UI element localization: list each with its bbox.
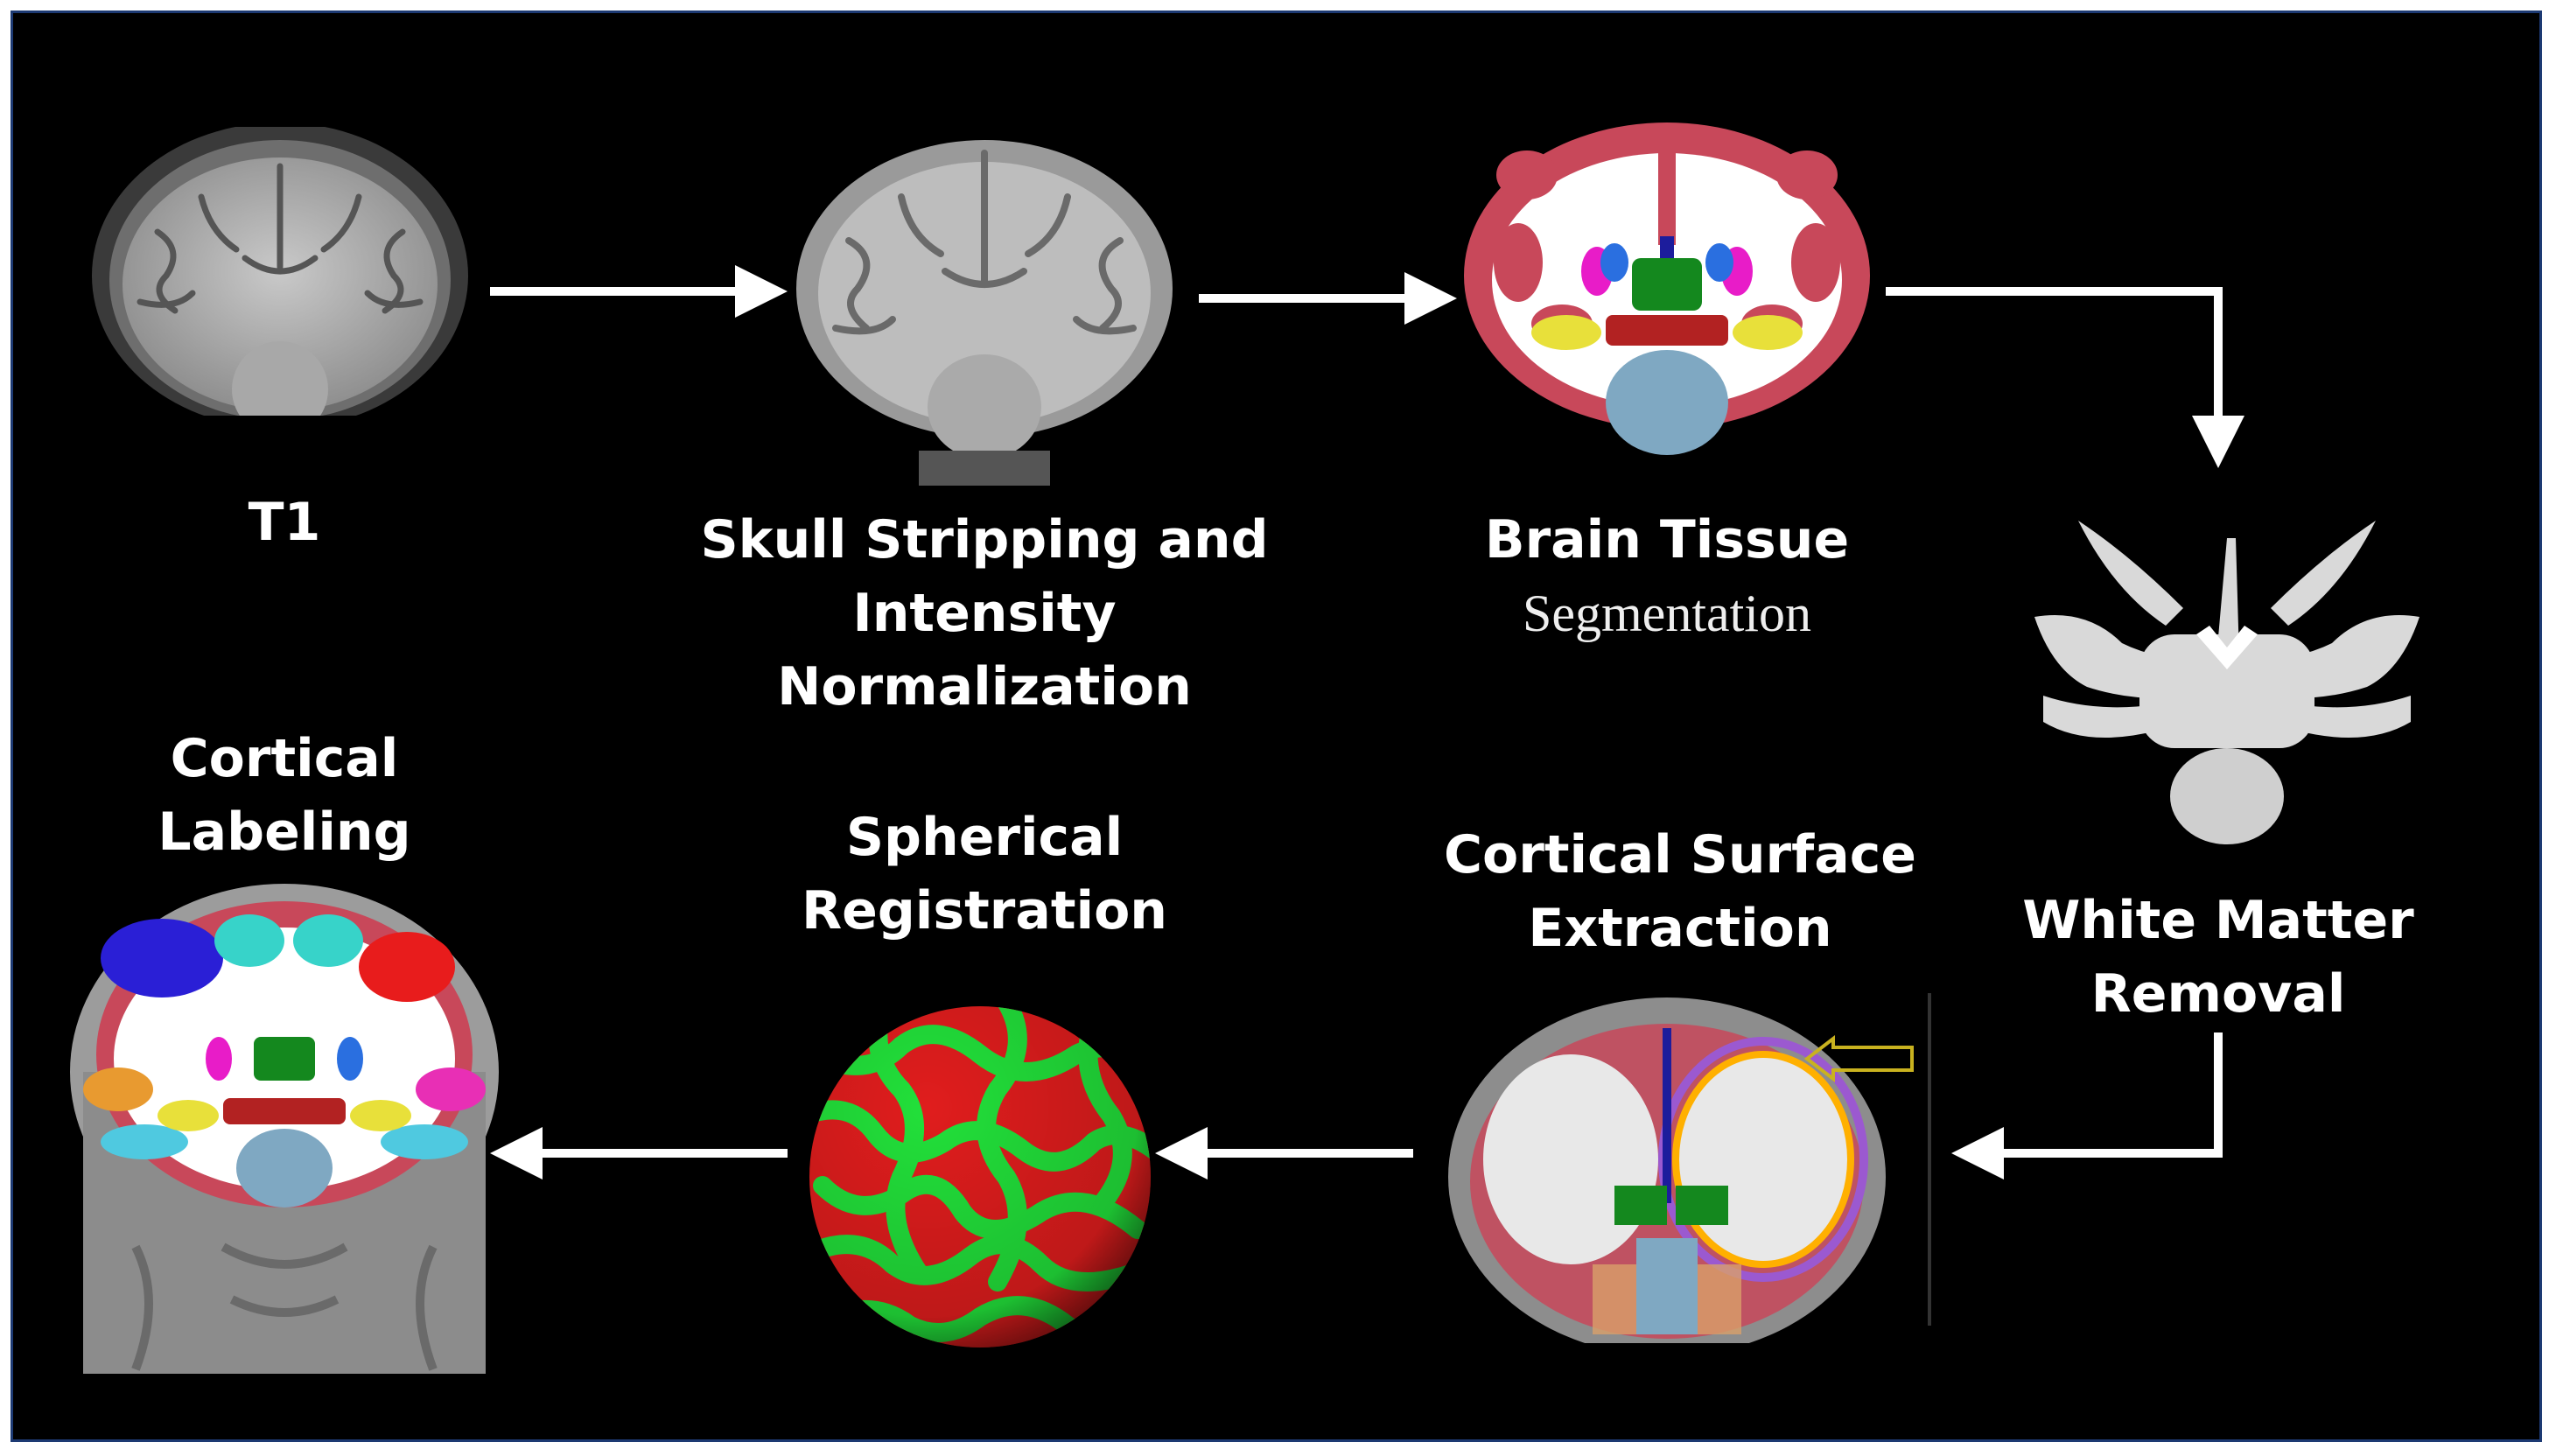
label-t1: T1 [248, 492, 321, 553]
tissue-segmentation-image [1457, 114, 1877, 481]
sphere-image [805, 1002, 1155, 1352]
label-brain-tissue: Brain Tissue Segmentation [1484, 509, 1850, 642]
cortical-labeling-image [66, 879, 503, 1374]
diagram-frame: T1 Skull Stripping and Intensity Normali… [11, 10, 2542, 1442]
label-spherical-registration: Spherical Registration [801, 807, 1168, 942]
arrow-wm-to-surface [1951, 1032, 2223, 1180]
t1-brain-image [88, 127, 473, 459]
label-cortical-surface: Cortical Surface Extraction [1444, 824, 1916, 959]
skull-stripped-brain-image [788, 127, 1181, 494]
arrow-tissue-to-wm [1886, 287, 2244, 468]
label-cortical-labeling: Cortical Labeling [158, 728, 411, 863]
label-skull-stripping: Skull Stripping and Intensity Normalizat… [700, 509, 1269, 718]
white-matter-image [2008, 503, 2446, 853]
cortical-surface-image [1439, 976, 1964, 1343]
label-white-matter-removal: White Matter Removal [2022, 890, 2414, 1025]
